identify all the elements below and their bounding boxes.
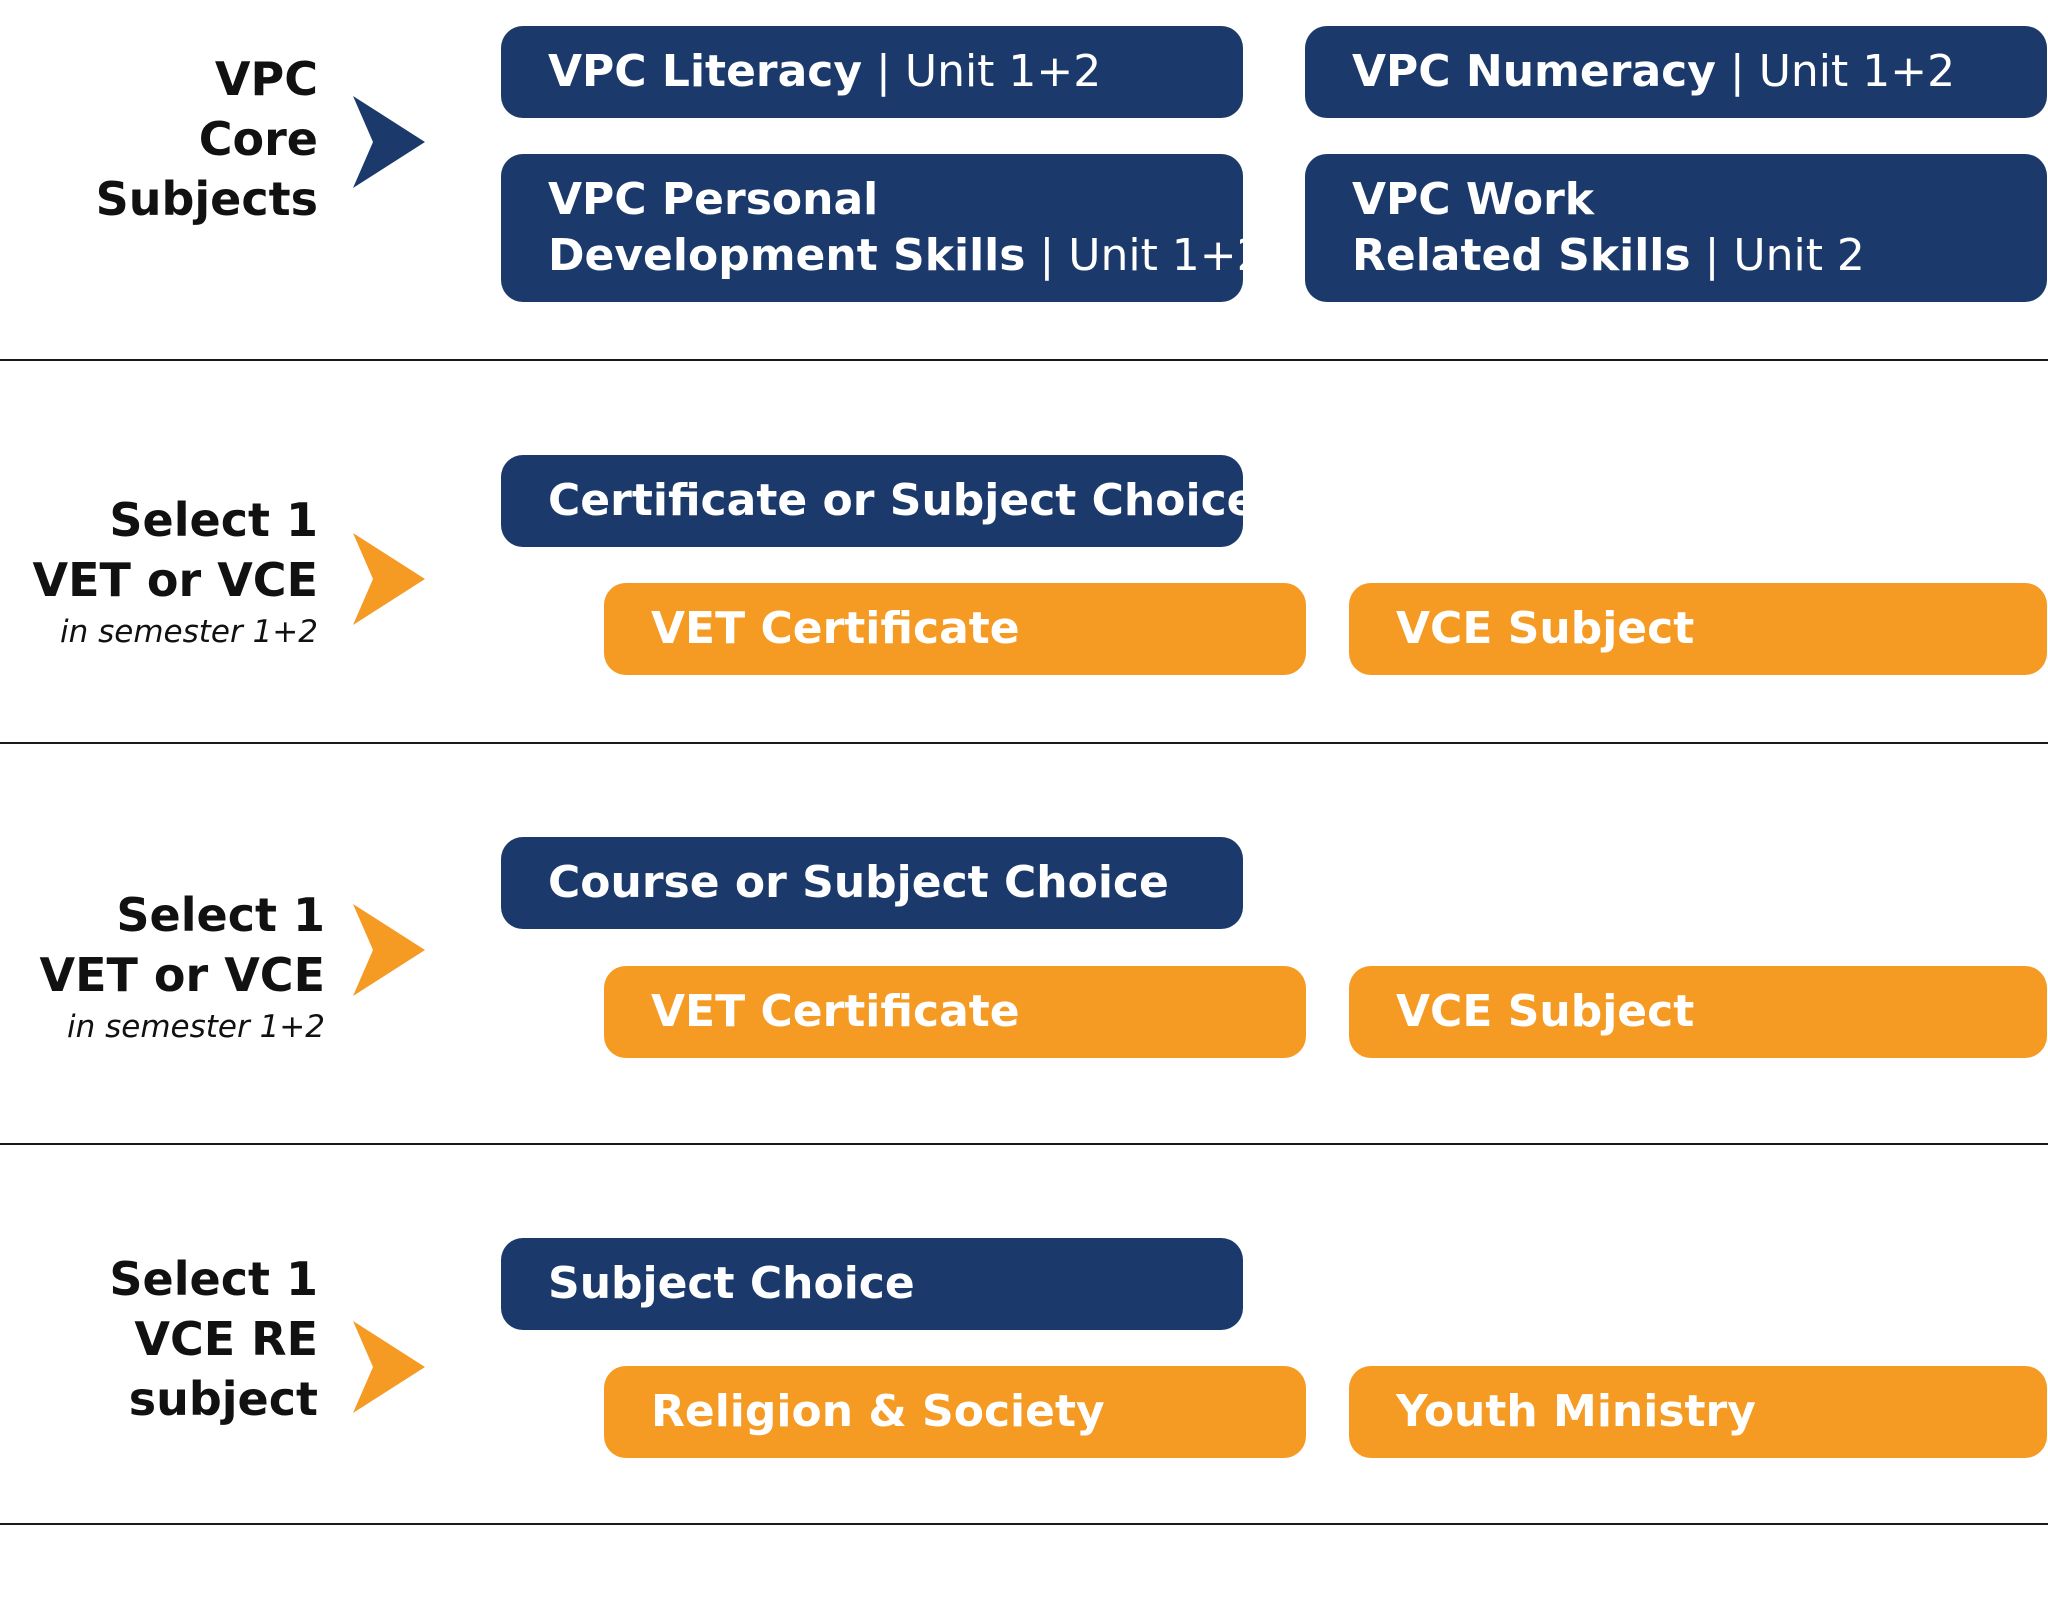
core-subject-title-line1: VPC Work bbox=[1352, 174, 1595, 225]
separator: | bbox=[1715, 46, 1759, 97]
core-subject-title-line2: Development Skills bbox=[548, 230, 1026, 281]
semester-note: in semester 1+2 bbox=[59, 614, 318, 650]
section-2-label: Select 1 VET or VCE in semester 1+2 bbox=[32, 490, 318, 654]
core-subject-literacy: VPC Literacy | Unit 1+2 bbox=[501, 26, 1243, 118]
separator: | bbox=[862, 46, 905, 97]
option-text: VCE Subject bbox=[1396, 603, 1695, 654]
section-divider bbox=[0, 742, 2048, 744]
label-line: Select 1 bbox=[116, 888, 325, 942]
option-vet-certificate: VET Certificate bbox=[604, 966, 1306, 1058]
unit-label: Unit 1+2 bbox=[1758, 46, 1956, 97]
core-subject-personal-development: VPC Personal Development Skills | Unit 1… bbox=[501, 154, 1265, 302]
option-text: Youth Ministry bbox=[1396, 1386, 1756, 1437]
core-subject-title: VPC Literacy bbox=[548, 46, 863, 97]
unit-label: Unit 1+2 bbox=[904, 46, 1102, 97]
label-line: subject bbox=[128, 1372, 318, 1426]
option-religion-society: Religion & Society bbox=[604, 1366, 1306, 1458]
label-line: VCE RE bbox=[134, 1312, 318, 1366]
choice-header-text: Course or Subject Choice bbox=[548, 857, 1169, 908]
unit-label: Unit 2 bbox=[1733, 230, 1865, 281]
label-line: VET or VCE bbox=[32, 553, 318, 607]
semester-note: in semester 1+2 bbox=[66, 1009, 325, 1045]
section-divider bbox=[0, 1143, 2048, 1145]
unit-label: Unit 1+2 bbox=[1068, 230, 1265, 281]
core-subject-title-line1: VPC Personal bbox=[548, 174, 879, 225]
section-1-label: VPC Core Subjects bbox=[96, 49, 318, 229]
core-subject-work-related: VPC Work Related Skills | Unit 2 bbox=[1305, 154, 2047, 302]
label-line: VPC bbox=[214, 52, 318, 106]
section-divider bbox=[0, 1523, 2048, 1525]
choice-header: Certificate or Subject Choice bbox=[501, 455, 1257, 547]
label-line: Select 1 bbox=[109, 1252, 318, 1306]
label-line: Subjects bbox=[95, 172, 318, 226]
chevron-right-icon bbox=[353, 96, 425, 188]
core-subject-title-line2: Related Skills bbox=[1352, 230, 1691, 281]
option-text: VCE Subject bbox=[1396, 986, 1695, 1037]
option-vet-certificate: VET Certificate bbox=[604, 583, 1306, 675]
core-subject-numeracy: VPC Numeracy | Unit 1+2 bbox=[1305, 26, 2047, 118]
option-vce-subject: VCE Subject bbox=[1349, 966, 2047, 1058]
option-text: VET Certificate bbox=[651, 603, 1020, 654]
option-vce-subject: VCE Subject bbox=[1349, 583, 2047, 675]
option-text: VET Certificate bbox=[651, 986, 1020, 1037]
chevron-right-icon bbox=[353, 533, 425, 625]
choice-header: Subject Choice bbox=[501, 1238, 1243, 1330]
chevron-right-icon bbox=[353, 904, 425, 996]
section-4-label: Select 1 VCE RE subject bbox=[109, 1249, 318, 1429]
separator: | bbox=[1690, 230, 1734, 281]
choice-header-text: Certificate or Subject Choice bbox=[548, 475, 1257, 526]
label-line: Select 1 bbox=[109, 493, 318, 547]
chevron-right-icon bbox=[353, 1321, 425, 1413]
core-subject-title: VPC Numeracy bbox=[1352, 46, 1716, 97]
section-3-label: Select 1 VET or VCE in semester 1+2 bbox=[39, 885, 325, 1049]
label-line: VET or VCE bbox=[39, 948, 325, 1002]
choice-header: Course or Subject Choice bbox=[501, 837, 1243, 929]
separator: | bbox=[1025, 230, 1069, 281]
label-line: Core bbox=[198, 112, 318, 166]
choice-header-text: Subject Choice bbox=[548, 1258, 915, 1309]
option-youth-ministry: Youth Ministry bbox=[1349, 1366, 2047, 1458]
section-divider bbox=[0, 359, 2048, 361]
option-text: Religion & Society bbox=[651, 1386, 1105, 1437]
